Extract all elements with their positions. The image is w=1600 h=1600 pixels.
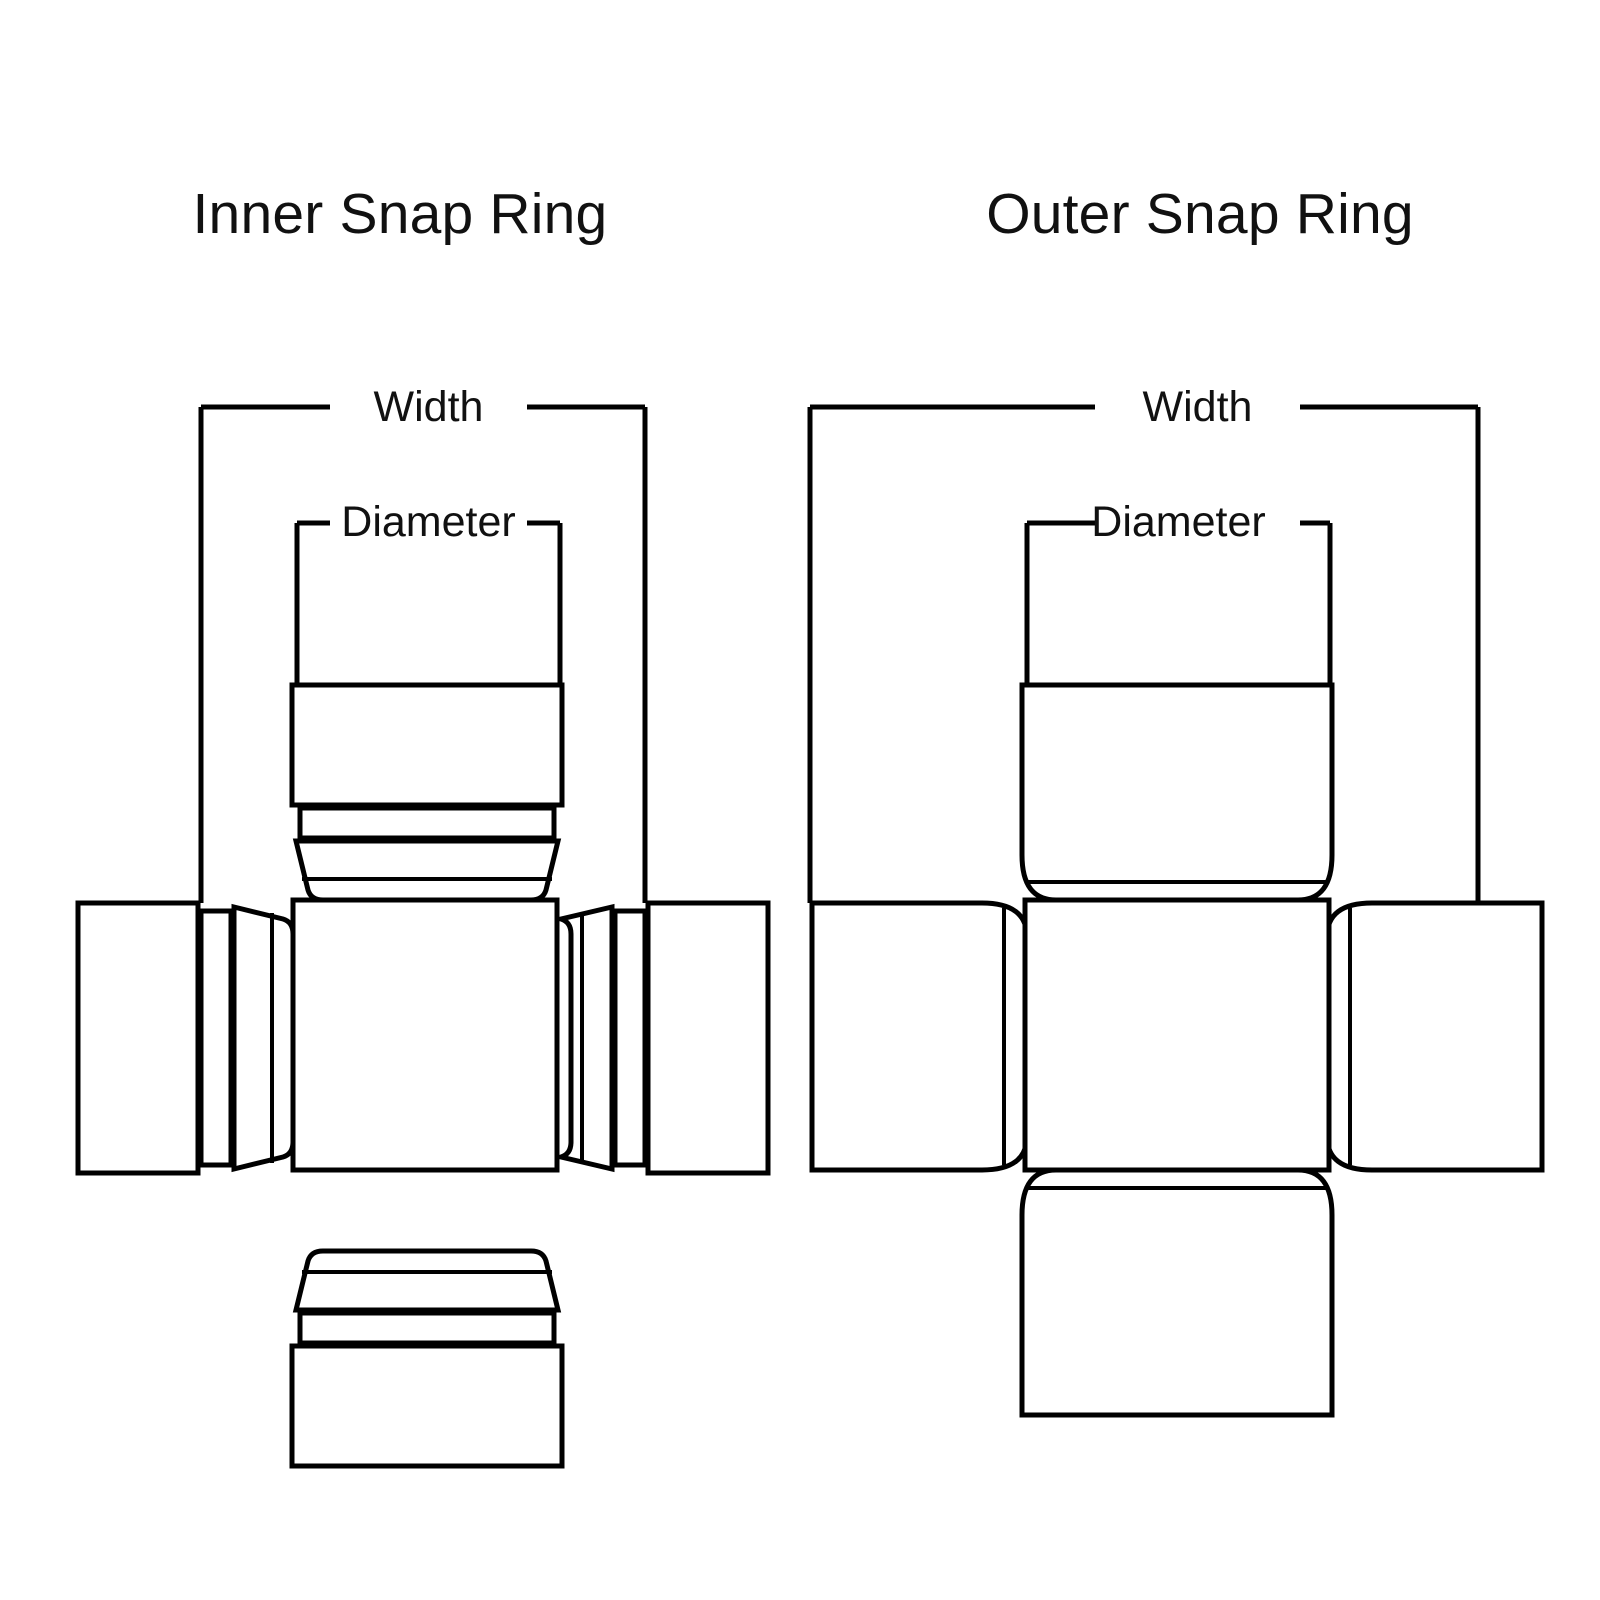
diameter-dimension-inner [294, 520, 563, 687]
panel-title-inner-snap-ring: Inner Snap Ring [192, 182, 608, 246]
bottom-trunnion-taper-inner [292, 1248, 562, 1313]
diameter-dimension-outer [1024, 520, 1333, 687]
panel-outer-snap-ring: Outer Snap Ring [800, 0, 1600, 1600]
width-label-inner: Width [373, 383, 484, 431]
top-snap-ring-band-inner [297, 805, 557, 841]
bottom-bearing-cap-outer [1019, 1167, 1335, 1418]
left-bearing-cap-inner [75, 900, 201, 1176]
left-bearing-cap-outer [809, 900, 1030, 1173]
right-arm-outer [1324, 900, 1545, 1173]
diameter-label-inner: Diameter [341, 498, 516, 546]
left-snap-ring-band-inner [198, 908, 234, 1168]
right-bearing-cap-inner [645, 900, 771, 1176]
panel-inner-snap-ring: Inner Snap Ring [75, 182, 771, 1469]
right-snap-ring-band-inner [612, 908, 648, 1168]
top-bearing-cap-inner [289, 682, 565, 808]
center-hub-outer [1022, 897, 1332, 1173]
width-label-outer: Width [1142, 383, 1253, 431]
inner-snap-ring-drawing [75, 404, 771, 1469]
bottom-snap-ring-band-inner [297, 1310, 557, 1346]
panel-title-outer-snap-ring: Outer Snap Ring [986, 182, 1414, 246]
bottom-arm-outer [1019, 1167, 1335, 1418]
left-trunnion-taper-inner [231, 903, 296, 1173]
left-arm-inner [75, 900, 296, 1176]
bottom-bearing-cap-inner [289, 1343, 565, 1469]
width-dimension-inner [198, 404, 648, 903]
right-bearing-cap-outer [1324, 900, 1545, 1173]
top-trunnion-taper-inner [292, 838, 562, 903]
top-bearing-cap-outer [1019, 682, 1335, 903]
left-arm-outer [809, 900, 1030, 1173]
top-arm-inner [289, 682, 565, 903]
top-arm-outer [1019, 682, 1335, 903]
bottom-arm-inner [289, 1248, 565, 1469]
outer-snap-ring-drawing [807, 404, 1545, 1418]
right-arm-inner [551, 900, 771, 1176]
center-hub-inner [290, 897, 560, 1173]
diameter-label-outer: Diameter [1091, 498, 1266, 546]
right-trunnion-taper-inner [551, 903, 615, 1173]
